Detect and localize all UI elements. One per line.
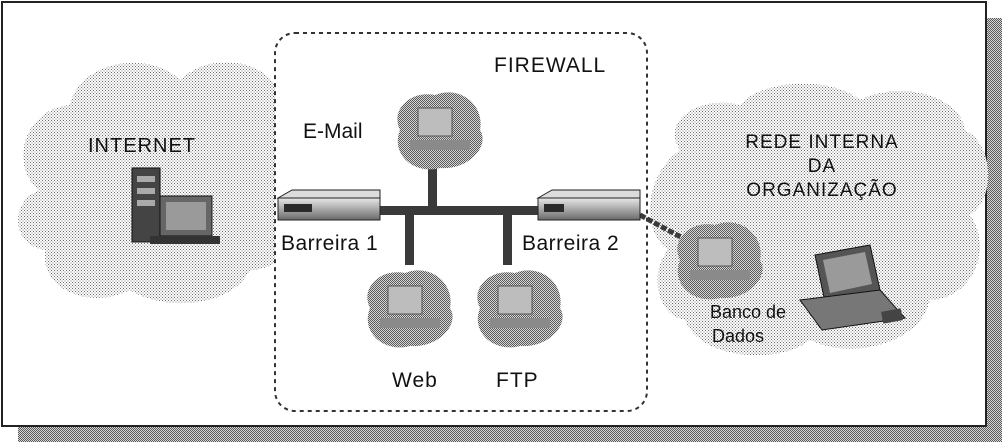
barrier-router-icon: [278, 190, 380, 220]
ftp-server-icon: [477, 270, 562, 347]
barrier2-label: Barreira 2: [522, 232, 619, 255]
database-icon: [677, 222, 762, 299]
internal-network-label-line3: ORGANIZAÇÃO: [746, 179, 897, 201]
email-drop: [428, 168, 437, 210]
internal-network-label-line1: REDE INTERNA: [745, 132, 898, 153]
ftp-label: FTP: [496, 369, 539, 392]
network-trunk: [370, 206, 540, 215]
database-label-line1: Banco de: [710, 302, 786, 322]
email-server-icon: [397, 92, 482, 169]
email-label: E-Mail: [303, 120, 363, 143]
barrier1-label: Barreira 1: [281, 232, 378, 255]
firewall-label: FIREWALL: [494, 54, 606, 77]
ftp-drop: [503, 213, 512, 265]
web-label: Web: [392, 369, 438, 392]
firewall-zone: [275, 33, 647, 411]
web-server-icon: [367, 270, 452, 347]
web-drop: [405, 213, 414, 265]
internal-network-label-line2: DA: [808, 156, 836, 177]
barrier-router-icon: [538, 190, 640, 220]
internet-label: INTERNET: [88, 135, 196, 157]
database-label-line2: Dados: [712, 326, 764, 346]
